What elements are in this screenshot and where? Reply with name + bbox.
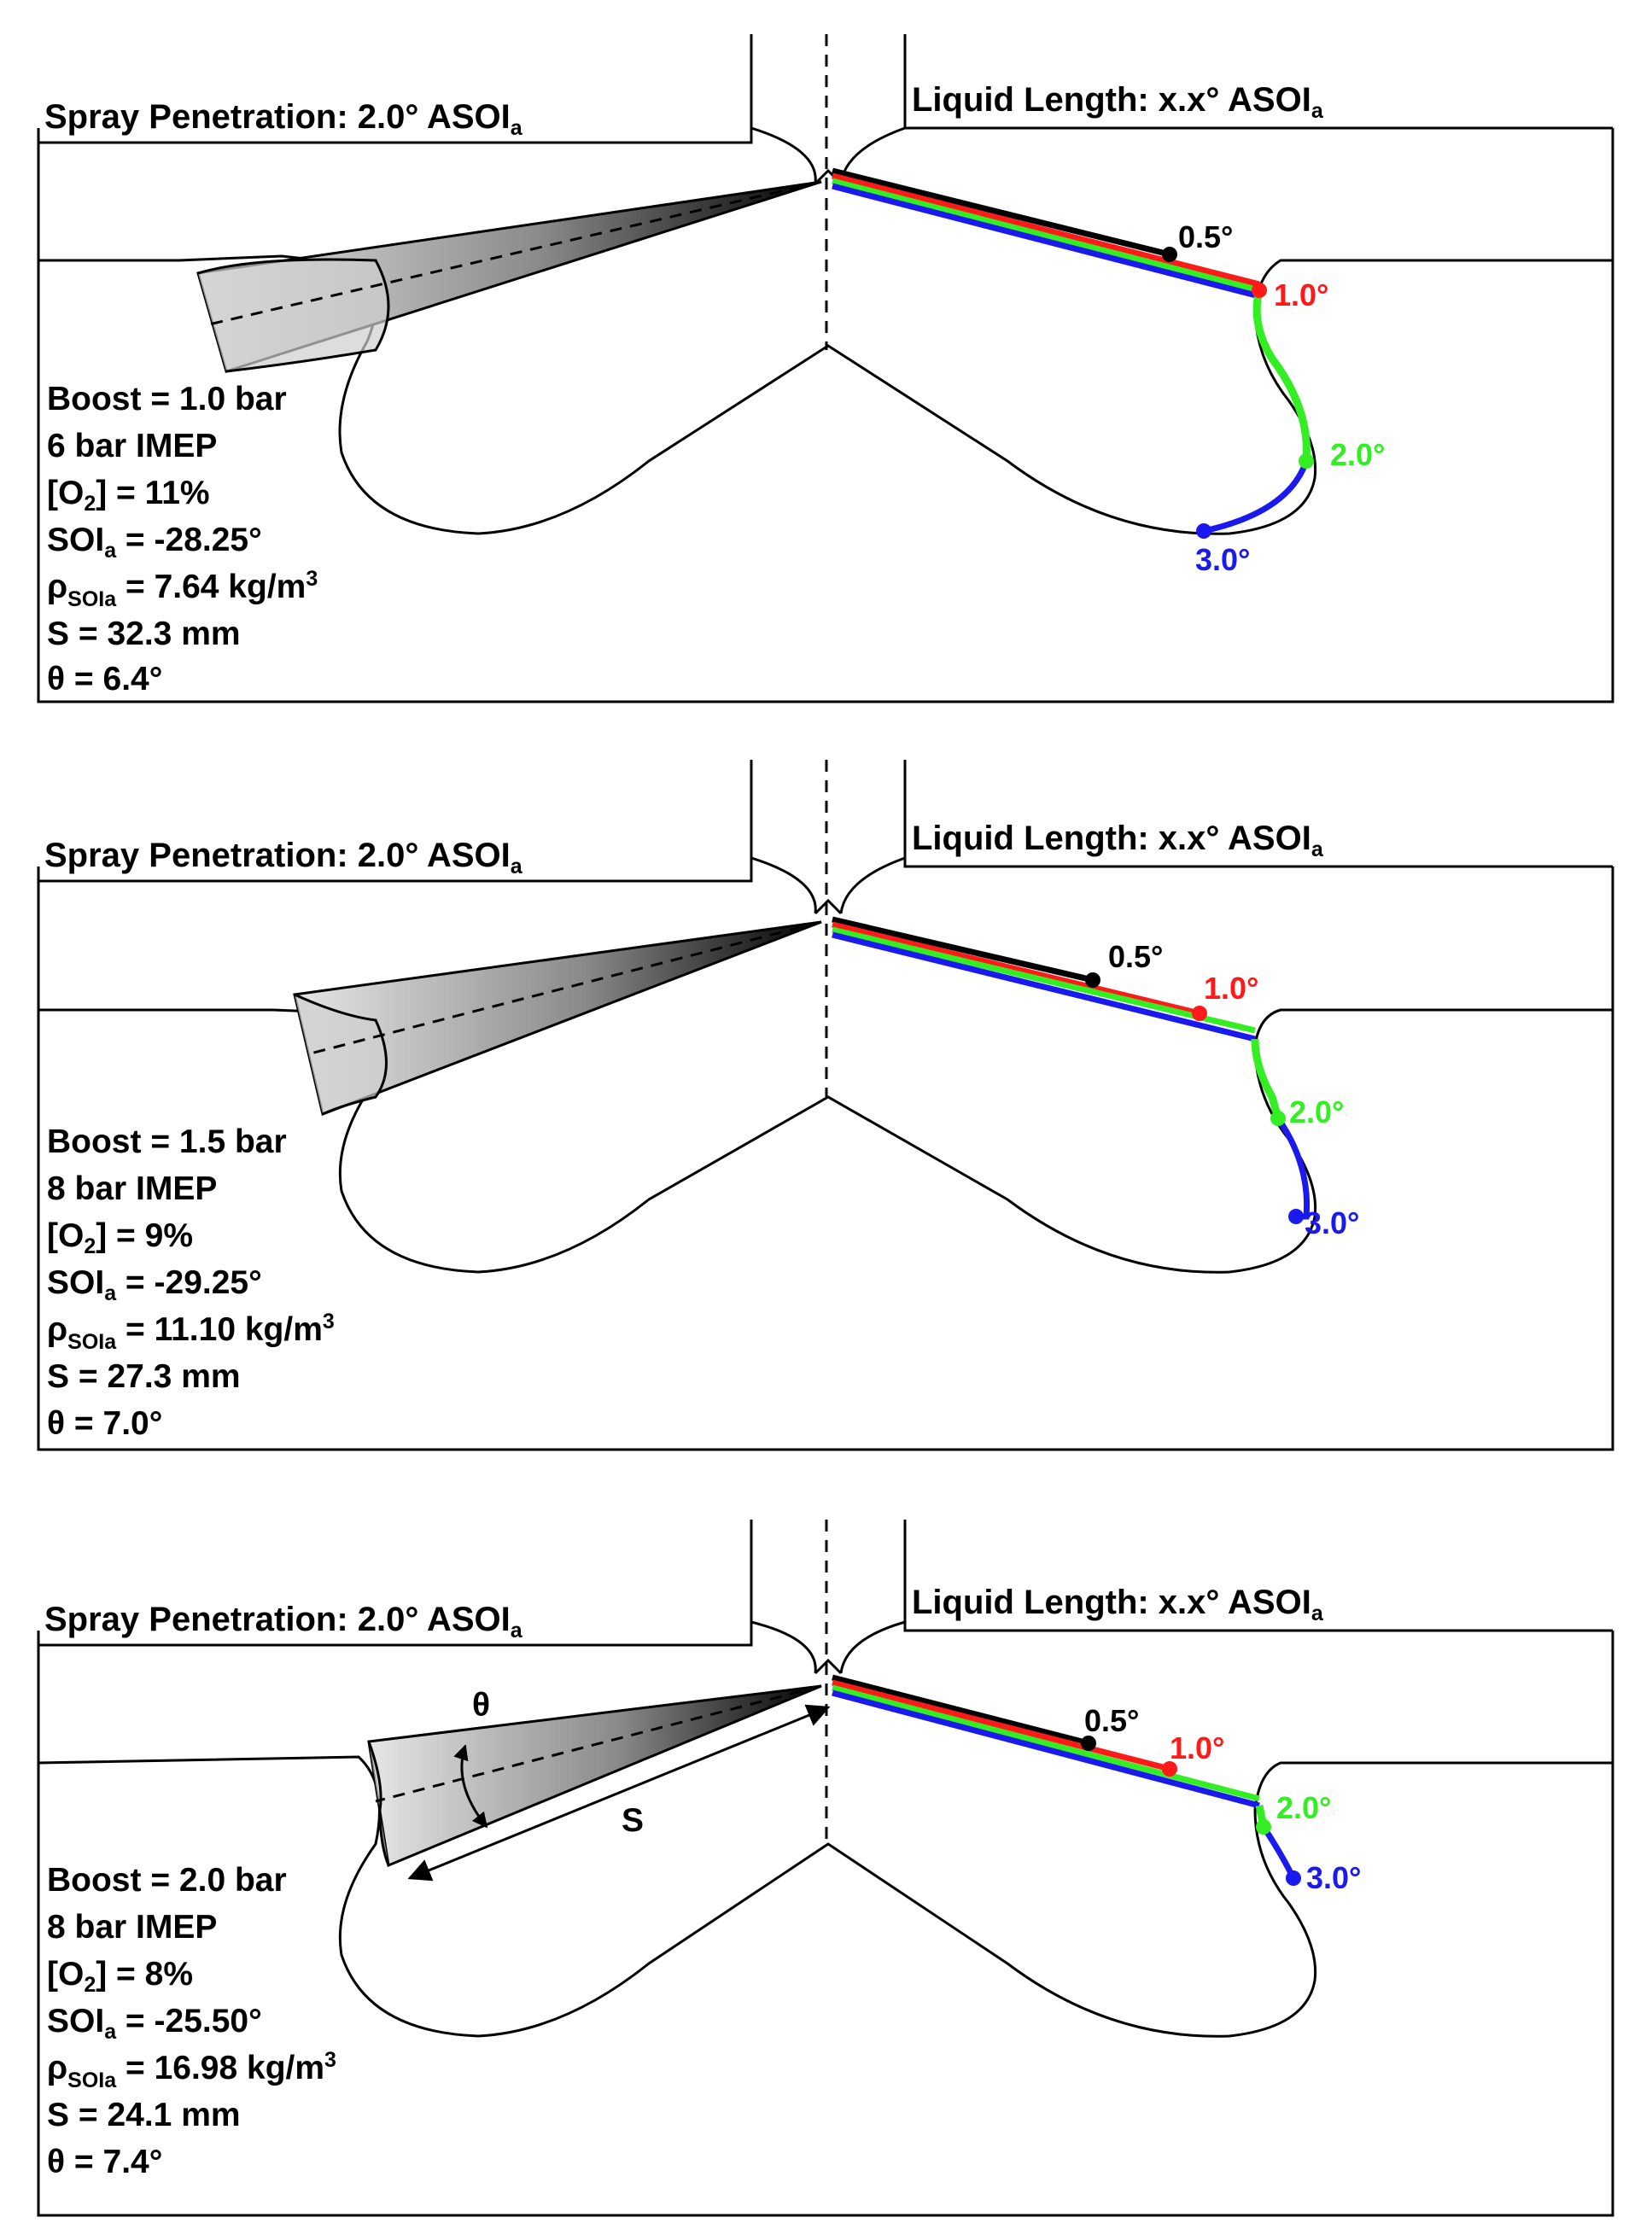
param-soi: SOIa = -25.50° [47,2003,262,2044]
spray-axis [208,180,822,326]
liquid-length-lines [832,916,1311,1224]
header-spray-penetration: Spray Penetration: 2.0° ASOIa [44,837,523,878]
line-1-0 [832,172,1260,288]
spray-axis [306,920,822,1056]
param-boost: Boost = 1.5 bar [47,1123,287,1160]
header-spray-penetration: Spray Penetration: 2.0° ASOIa [44,98,523,140]
tick-label-2-0: 2.0° [1276,1790,1331,1825]
tick-label-3-0: 3.0° [1195,542,1250,577]
param-load: 8 bar IMEP [47,1909,217,1946]
param-density: ρSOIa = 7.64 kg/m3 [47,567,318,611]
injector-tip [814,898,843,915]
header-liquid-length: Liquid Length: x.x° ASOIa [912,1584,1324,1625]
tick-dot-3-0 [1288,1209,1304,1224]
param-theta: θ = 7.4° [47,2144,162,2180]
param-load: 6 bar IMEP [47,428,217,464]
line-0-5 [832,167,1170,258]
param-soi: SOIa = -29.25° [47,1264,262,1305]
param-o2: [O2] = 8% [47,1956,193,1997]
chamber-outline [37,38,1614,703]
spray-tip [197,258,390,373]
line-2-0-wall [1252,289,1311,462]
piston-outline [38,1755,1614,2038]
param-density: ρSOIa = 11.10 kg/m3 [47,1310,335,1354]
param-s: S = 32.3 mm [47,616,241,652]
line-3-0 [832,1689,1260,1809]
line-2-0 [832,1684,1260,1802]
tick-dot-0-5 [1085,972,1100,988]
line-3-0 [832,931,1256,1042]
line-3-0 [832,183,1260,300]
tick-label-1-0: 1.0° [1170,1730,1224,1765]
header-spray-penetration: Spray Penetration: 2.0° ASOIa [44,1601,523,1643]
tick-dot-2-0 [1299,453,1314,469]
tick-dot-3-0 [1196,523,1211,539]
injector-tip [814,1658,843,1675]
panel-1: 0.5° 1.0° 2.0° 3.0° Spray Penetration: 2… [37,34,1614,703]
param-soi: SOIa = -28.25° [47,522,262,563]
piston-outline [38,1008,1614,1274]
line-2-0-wall [1251,1038,1282,1120]
liquid-length-lines [832,167,1314,539]
tick-dot-1-0 [1192,1006,1207,1021]
param-theta: θ = 6.4° [47,661,162,697]
header-liquid-length: Liquid Length: x.x° ASOIa [912,820,1324,861]
condition-parameters: Boost = 1.5 bar 8 bar IMEP [O2] = 9% SOI… [47,1123,335,1442]
tick-dot-3-0 [1286,1870,1301,1886]
param-o2: [O2] = 11% [47,475,210,516]
spray-tip [294,993,388,1116]
tick-label-2-0: 2.0° [1330,437,1385,472]
tick-label-3-0: 3.0° [1306,1860,1361,1895]
injector-body [750,34,907,184]
injector-body [750,1520,907,1674]
line-3-0-wall [1203,459,1310,534]
tick-label-2-0: 2.0° [1289,1094,1344,1129]
line-3-0-wall [1275,1117,1311,1220]
tick-label-1-0: 1.0° [1204,971,1258,1006]
param-density: ρSOIa = 16.98 kg/m3 [47,2048,336,2092]
line-0-5 [832,1674,1089,1747]
param-theta: θ = 7.0° [47,1405,162,1442]
s-annotation: S [622,1802,644,1839]
tick-label-0-5: 0.5° [1084,1703,1139,1738]
tick-dot-2-0 [1256,1819,1271,1835]
spray-cone [367,1684,822,1868]
line-2-0 [832,926,1256,1034]
param-boost: Boost = 1.0 bar [47,381,287,417]
line-0-5 [832,916,1094,983]
condition-parameters: Boost = 2.0 bar 8 bar IMEP [O2] = 8% SOI… [47,1862,336,2180]
line-1-0 [832,921,1200,1017]
piston-outline [38,254,1614,535]
param-load: 8 bar IMEP [47,1170,217,1207]
tick-label-0-5: 0.5° [1108,939,1163,974]
param-s: S = 24.1 mm [47,2097,241,2133]
param-s: S = 27.3 mm [47,1358,241,1395]
tick-dot-0-5 [1081,1736,1096,1751]
header-liquid-length: Liquid Length: x.x° ASOIa [912,81,1324,123]
tick-dot-2-0 [1270,1111,1286,1126]
line-1-0 [832,1679,1170,1772]
tick-dot-1-0 [1162,1761,1177,1777]
panel-2: 0.5° 1.0° 2.0° 3.0° Spray Penetration: 2… [37,760,1614,1451]
s-arrow [407,1704,831,1882]
liquid-length-lines [832,1674,1301,1886]
theta-annotation: θ [472,1687,490,1724]
tick-label-3-0: 3.0° [1305,1205,1359,1240]
tick-dot-0-5 [1162,247,1177,262]
panel-3: θ S 0.5° 1.0° 2.0° 3.0° Spray Penetratio… [37,1520,1614,2217]
param-boost: Boost = 2.0 bar [47,1862,287,1899]
param-o2: [O2] = 9% [47,1217,193,1258]
condition-parameters: Boost = 1.0 bar 6 bar IMEP [O2] = 11% SO… [47,381,318,697]
tick-label-1-0: 1.0° [1274,277,1328,312]
tick-label-0-5: 0.5° [1178,219,1233,254]
line-2-0 [832,178,1260,294]
spray-tip [367,1741,390,1866]
tick-dot-1-0 [1252,283,1267,298]
injector-body [750,760,907,914]
